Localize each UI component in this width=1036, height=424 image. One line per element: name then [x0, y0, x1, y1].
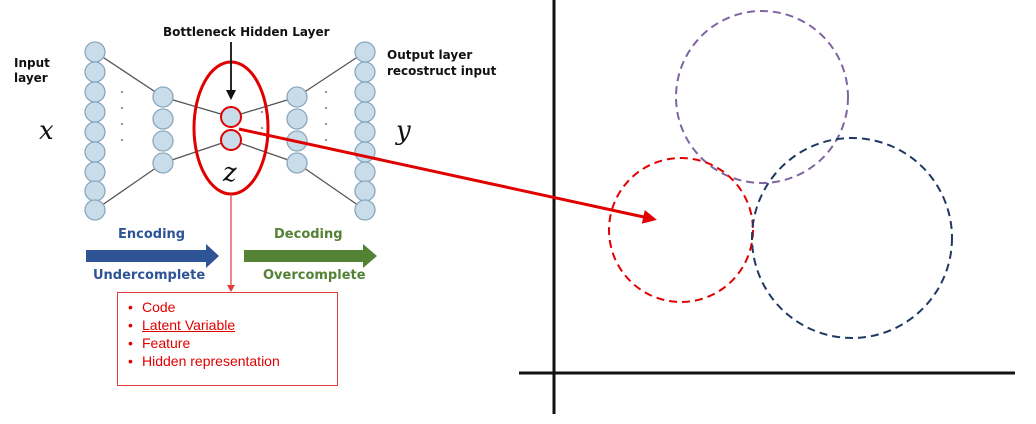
decoding-label: Decoding: [274, 227, 343, 242]
decoder-hidden-nodes: [286, 86, 308, 174]
node: [152, 86, 174, 108]
node: [84, 180, 106, 202]
list-item: •Feature: [128, 335, 191, 351]
node: [286, 108, 308, 130]
node: [220, 129, 242, 151]
y-symbol: y: [396, 116, 411, 146]
z-to-code-arrowhead: [227, 285, 235, 292]
bottleneck-label: Bottleneck Hidden Layer: [163, 25, 330, 39]
overcomplete-label: Overcomplete: [263, 268, 366, 283]
node: [84, 199, 106, 221]
node: [84, 101, 106, 123]
code-definition-list: •Code •Latent Variable •Feature •Hidden …: [118, 293, 337, 370]
list-item: •Latent Variable: [128, 317, 236, 333]
node: [84, 61, 106, 83]
input-layer-label-line1: Input: [14, 56, 50, 70]
layer-dots: [121, 91, 327, 141]
node: [354, 121, 376, 143]
encoder-hidden-nodes: [152, 86, 174, 174]
latent-circle-red: [608, 157, 754, 303]
node: [84, 141, 106, 163]
output-layer-nodes: [354, 41, 376, 221]
node: [220, 106, 242, 128]
encoding-label: Encoding: [118, 227, 186, 242]
node: [354, 101, 376, 123]
list-item: •Hidden representation: [128, 353, 280, 369]
z-symbol: z: [223, 158, 237, 188]
input-layer-label-line2: layer: [14, 71, 48, 85]
output-layer-label-line2: recostruct input: [387, 64, 497, 78]
latent-circle-purple: [675, 10, 849, 184]
node: [84, 81, 106, 103]
latent-circle-navy: [751, 137, 953, 339]
node: [152, 108, 174, 130]
node: [354, 61, 376, 83]
node: [354, 81, 376, 103]
node: [354, 41, 376, 63]
list-item: •Code: [128, 299, 176, 315]
node: [286, 152, 308, 174]
x-symbol: x: [39, 116, 54, 146]
node: [152, 152, 174, 174]
node: [84, 161, 106, 183]
network-connections: [94, 51, 366, 211]
node: [152, 130, 174, 152]
node: [84, 121, 106, 143]
node: [354, 180, 376, 202]
decoding-arrow: [244, 244, 377, 268]
list-item-text: Hidden representation: [142, 353, 280, 369]
mapping-arrow: [238, 127, 657, 224]
node: [84, 41, 106, 63]
list-item-text: Feature: [142, 335, 191, 351]
node: [354, 161, 376, 183]
node: [354, 199, 376, 221]
encoding-arrow: [86, 244, 219, 268]
output-layer-label-line1: Output layer: [387, 48, 473, 62]
list-item-text: Code: [142, 299, 176, 315]
code-definition-box: •Code •Latent Variable •Feature •Hidden …: [117, 292, 338, 386]
node: [286, 86, 308, 108]
list-item-text: Latent Variable: [142, 317, 236, 333]
bottleneck-nodes: [220, 106, 242, 151]
undercomplete-label: Undercomplete: [93, 268, 206, 283]
input-layer-nodes: [84, 41, 106, 221]
